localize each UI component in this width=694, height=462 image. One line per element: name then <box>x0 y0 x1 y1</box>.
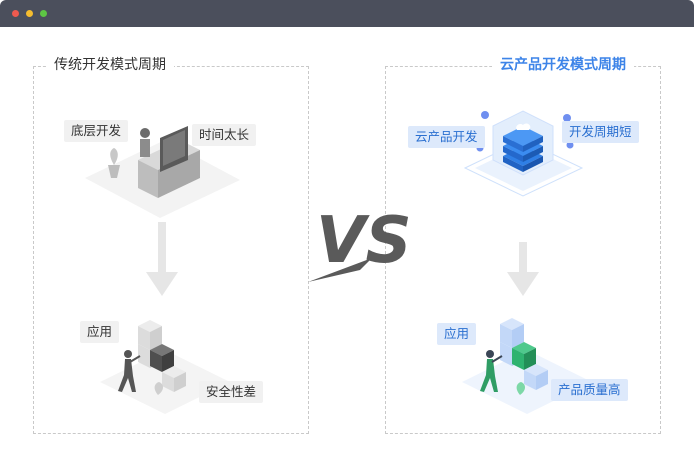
label-cloud-product-dev: 云产品开发 <box>408 126 485 148</box>
label-too-long: 时间太长 <box>192 124 257 146</box>
right-down-arrow <box>507 242 539 296</box>
cloud-panel-title: 云产品开发模式周期 <box>492 54 634 76</box>
label-low-level-dev: 底层开发 <box>64 120 129 142</box>
close-window-button[interactable] <box>12 10 19 17</box>
label-poor-security: 安全性差 <box>199 381 264 403</box>
label-high-quality: 产品质量高 <box>551 379 628 401</box>
left-cube-stack-illustration <box>100 320 230 414</box>
vs-text: VS <box>316 204 412 278</box>
left-down-arrow <box>146 222 178 296</box>
traditional-panel-title: 传统开发模式周期 <box>46 54 174 76</box>
window-titlebar <box>0 0 694 27</box>
maximize-window-button[interactable] <box>40 10 47 17</box>
cloud-server-illustration <box>463 110 584 197</box>
minimize-window-button[interactable] <box>26 10 33 17</box>
label-short-cycle: 开发周期短 <box>562 121 639 143</box>
label-application-right: 应用 <box>437 323 477 345</box>
versus-mark: VS <box>308 204 412 282</box>
label-application-left: 应用 <box>80 321 120 343</box>
office-desk-illustration <box>85 126 240 218</box>
